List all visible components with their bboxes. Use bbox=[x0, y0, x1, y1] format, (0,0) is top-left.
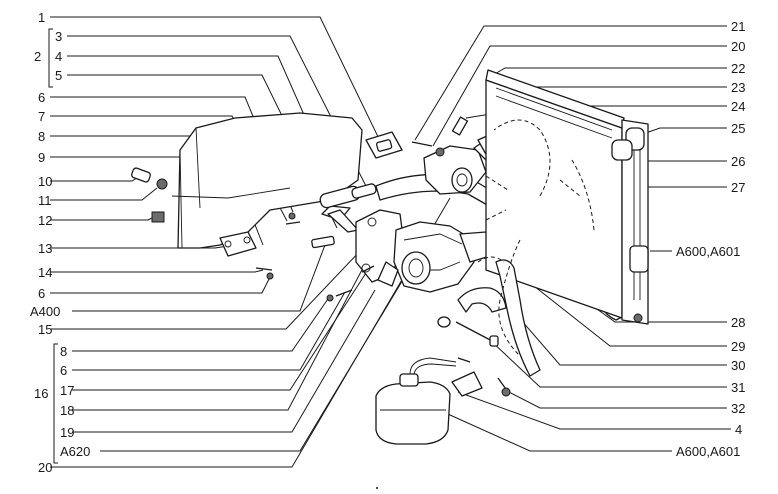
hose-30 bbox=[495, 259, 541, 377]
callout-25: 25 bbox=[731, 121, 745, 136]
callout-32: 32 bbox=[731, 401, 745, 416]
callout-31: 31 bbox=[731, 380, 745, 395]
callout-12: 12 bbox=[38, 213, 52, 228]
expansion-tank bbox=[375, 357, 457, 445]
callout-30: 30 bbox=[731, 358, 745, 373]
callout-a400: A400 bbox=[30, 304, 60, 319]
callout-5: 5 bbox=[55, 68, 62, 83]
callout-21: 21 bbox=[731, 19, 745, 34]
flange-13 bbox=[219, 231, 257, 257]
hose-29 bbox=[457, 287, 507, 313]
nut-11 bbox=[156, 178, 168, 190]
callout-17: 17 bbox=[60, 383, 74, 398]
callout-6c: 6 bbox=[60, 363, 67, 378]
callout-10: 10 bbox=[38, 174, 52, 189]
callout-28: 28 bbox=[731, 315, 745, 330]
callout-a600-a601-top: A600,A601 bbox=[676, 244, 740, 259]
plug-10 bbox=[131, 167, 151, 183]
callout-8b: 8 bbox=[60, 344, 67, 359]
callout-27: 27 bbox=[731, 180, 745, 195]
callout-22: 22 bbox=[731, 61, 745, 76]
bracket-group-2 bbox=[48, 28, 53, 88]
gasket-1 bbox=[365, 131, 403, 159]
group-brackets bbox=[48, 28, 58, 464]
stray-dot bbox=[376, 487, 378, 489]
flow-arrows bbox=[477, 119, 595, 357]
callout-13: 13 bbox=[38, 241, 52, 256]
thermostat-housing bbox=[326, 209, 491, 302]
callout-15: 15 bbox=[38, 322, 52, 337]
callout-19: 19 bbox=[60, 425, 74, 440]
callout-9: 9 bbox=[38, 150, 45, 165]
callout-23: 23 bbox=[731, 80, 745, 95]
callout-8: 8 bbox=[38, 129, 45, 144]
callout-6b: 6 bbox=[38, 286, 45, 301]
callout-24: 24 bbox=[731, 99, 745, 114]
radiator-tank bbox=[621, 119, 649, 325]
callout-4: 4 bbox=[55, 49, 62, 64]
callout-14: 14 bbox=[38, 265, 52, 280]
sensor-24 bbox=[451, 116, 469, 136]
group-label-2: 2 bbox=[34, 49, 41, 64]
bracket-group-16 bbox=[53, 343, 58, 464]
callout-29: 29 bbox=[731, 339, 745, 354]
hose-4-lower bbox=[451, 371, 483, 397]
callout-4r: 4 bbox=[735, 422, 742, 437]
group-label-16: 16 bbox=[34, 386, 48, 401]
callout-a600-a601-bottom: A600,A601 bbox=[676, 444, 740, 459]
callout-3: 3 bbox=[55, 29, 62, 44]
right-callouts: 21 20 22 23 24 25 26 27 A600,A601 28 29 … bbox=[676, 19, 745, 459]
sensor-12 bbox=[151, 211, 165, 223]
callout-6: 6 bbox=[38, 90, 45, 105]
tank-cap bbox=[399, 373, 419, 387]
callout-20: 20 bbox=[38, 460, 52, 475]
bracket-5 bbox=[327, 209, 359, 233]
left-fittings bbox=[131, 167, 301, 280]
callout-7: 7 bbox=[38, 109, 45, 124]
outlet-nozzle bbox=[401, 251, 431, 285]
callout-a620: A620 bbox=[60, 444, 90, 459]
left-callouts: 1 3 4 5 6 7 8 9 10 11 12 13 14 6 A400 15… bbox=[30, 10, 90, 475]
callout-1: 1 bbox=[38, 10, 45, 25]
radiator bbox=[485, 69, 649, 325]
engine-block bbox=[171, 112, 363, 249]
callout-11: 11 bbox=[38, 193, 52, 208]
lower-hoses bbox=[437, 259, 541, 397]
callout-20r: 20 bbox=[731, 39, 745, 54]
callout-26: 26 bbox=[731, 154, 745, 169]
callout-18: 18 bbox=[60, 403, 74, 418]
